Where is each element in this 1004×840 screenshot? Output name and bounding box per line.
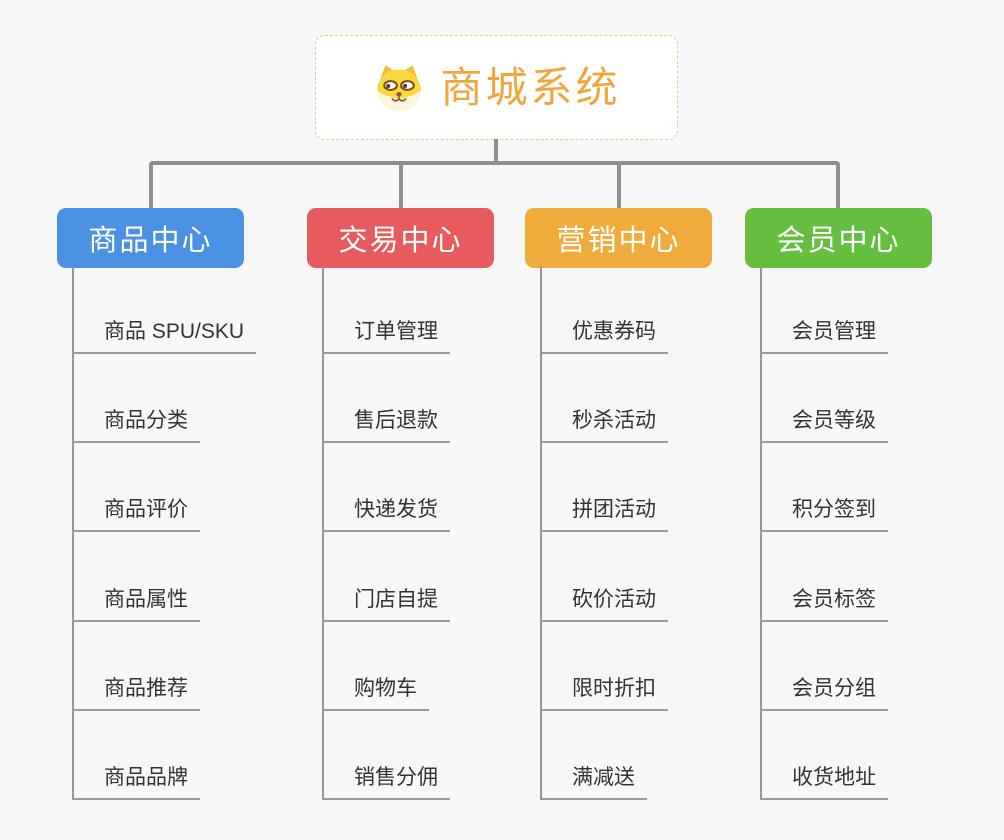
shiba-dog-icon [377, 64, 422, 112]
leaf-node[interactable]: 商品 SPU/SKU [74, 318, 257, 354]
connector-drop-trade [399, 163, 403, 208]
connector-root-stem [494, 139, 498, 163]
leaf-node[interactable]: 限时折扣 [542, 675, 668, 711]
branch-label: 交易中心 [338, 225, 463, 257]
leaf-node[interactable]: 售后退款 [324, 407, 450, 443]
leaf-node[interactable]: 门店自提 [324, 586, 450, 622]
leaf-node[interactable]: 销售分佣 [324, 764, 450, 800]
leaf-node[interactable]: 优惠券码 [542, 318, 668, 354]
leaf-node[interactable]: 积分签到 [762, 496, 888, 532]
leaf-node[interactable]: 购物车 [324, 675, 429, 711]
leaf-node[interactable]: 秒杀活动 [542, 407, 668, 443]
branch-node-trade-center[interactable]: 交易中心 [307, 208, 494, 268]
leaf-node[interactable]: 商品推荐 [74, 675, 200, 711]
leaf-node[interactable]: 满减送 [542, 764, 647, 800]
leaf-node[interactable]: 会员等级 [762, 407, 888, 443]
leaf-node[interactable]: 商品属性 [74, 586, 200, 622]
leaf-node[interactable]: 商品品牌 [74, 764, 200, 800]
branch-column-trade: 订单管理 售后退款 快递发货 门店自提 购物车 销售分佣 [322, 267, 552, 800]
branch-node-product-center[interactable]: 商品中心 [57, 208, 244, 268]
leaf-node[interactable]: 砍价活动 [542, 586, 668, 622]
leaf-node[interactable]: 快递发货 [324, 496, 450, 532]
leaf-node[interactable]: 订单管理 [324, 318, 450, 354]
branch-node-member-center[interactable]: 会员中心 [745, 208, 932, 268]
branch-label: 营销中心 [556, 225, 681, 257]
leaf-node[interactable]: 会员管理 [762, 318, 888, 354]
connector-bus [149, 161, 840, 208]
leaf-node[interactable]: 商品分类 [74, 407, 200, 443]
branch-label: 商品中心 [88, 225, 213, 257]
branch-node-marketing-center[interactable]: 营销中心 [525, 208, 712, 268]
branch-column-member: 会员管理 会员等级 积分签到 会员标签 会员分组 收货地址 [760, 267, 990, 800]
connector-drop-marketing [617, 163, 621, 208]
leaf-node[interactable]: 会员分组 [762, 675, 888, 711]
branch-column-marketing: 优惠券码 秒杀活动 拼团活动 砍价活动 限时折扣 满减送 [540, 267, 770, 800]
leaf-node[interactable]: 拼团活动 [542, 496, 668, 532]
leaf-node[interactable]: 收货地址 [762, 764, 888, 800]
leaf-node[interactable]: 商品评价 [74, 496, 200, 532]
root-node-mall-system[interactable]: 商城系统 [315, 35, 678, 140]
root-title: 商城系统 [440, 63, 621, 111]
branch-column-product: 商品 SPU/SKU 商品分类 商品评价 商品属性 商品推荐 商品品牌 [72, 267, 302, 800]
branch-label: 会员中心 [776, 225, 901, 257]
leaf-node[interactable]: 会员标签 [762, 586, 888, 622]
